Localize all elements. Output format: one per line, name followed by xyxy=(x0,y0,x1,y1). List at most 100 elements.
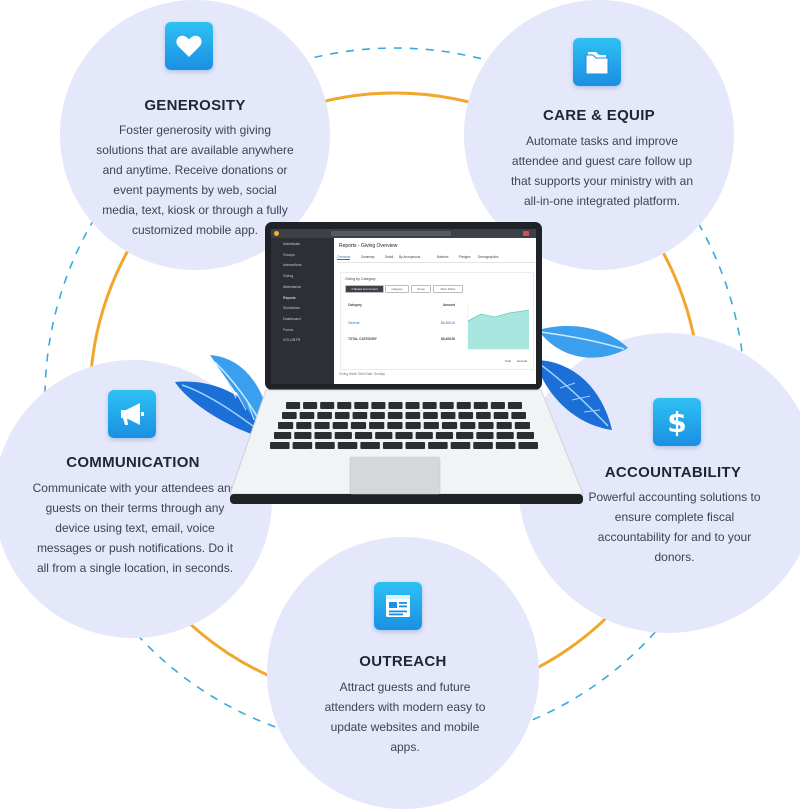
column-header-amount: Amount xyxy=(443,303,456,307)
keyboard-key xyxy=(496,432,514,439)
keyboard-key xyxy=(360,442,380,449)
feature-description: Foster generosity with giving solutions … xyxy=(96,123,294,237)
keyboard-key xyxy=(514,422,530,429)
sidebar-item[interactable]: Giving xyxy=(283,274,294,279)
filter-chip[interactable]: More Filters xyxy=(433,285,463,293)
keyboard-key xyxy=(296,422,312,429)
keyboard-key xyxy=(388,402,403,409)
keyboard-key xyxy=(354,402,369,409)
giving-area-chart xyxy=(467,305,530,350)
row-amount: $6,465.00 xyxy=(441,321,456,325)
sidebar-item[interactable]: Forms xyxy=(283,327,294,332)
keyboard-key xyxy=(294,432,312,439)
report-tab[interactable]: Overview xyxy=(337,255,351,260)
feature-description: Communicate with your attendees and gues… xyxy=(32,481,238,575)
filter-chip[interactable]: Group xyxy=(411,285,431,293)
keyboard-key xyxy=(428,442,448,449)
svg-text:$: $ xyxy=(667,406,686,439)
keyboard-key xyxy=(415,432,433,439)
keyboard-key xyxy=(405,402,420,409)
sidebar-item[interactable]: Groups xyxy=(283,252,295,257)
keyboard-key xyxy=(334,432,352,439)
keyboard-key xyxy=(278,422,294,429)
keyboard-key xyxy=(456,402,471,409)
keyboard-key xyxy=(423,422,439,429)
keyboard-key xyxy=(270,442,290,449)
right-leaf-icon xyxy=(535,326,628,430)
keyboard-key xyxy=(337,442,358,449)
heart-icon xyxy=(165,22,213,70)
sidebar-item[interactable]: Interactions xyxy=(283,263,302,268)
keyboard-key xyxy=(495,442,516,449)
sidebar-item[interactable]: VOLUNTR xyxy=(283,338,301,343)
keyboard-key xyxy=(315,442,335,449)
dollar-icon: $ xyxy=(653,398,701,446)
sidebar-item[interactable]: Individuals xyxy=(283,242,300,246)
keyboard-key xyxy=(450,442,471,449)
keyboard-key xyxy=(371,402,386,409)
filter-chip[interactable]: 4 Weeks and Current xyxy=(345,285,384,293)
outreach-circle: OUTREACH Attract guests and future atten… xyxy=(267,537,539,809)
sidebar-item[interactable]: Dashboard xyxy=(283,316,301,321)
inbox-icon[interactable] xyxy=(523,231,529,236)
megaphone-icon xyxy=(108,390,156,438)
touchpad xyxy=(349,456,441,495)
feature-title: CARE & EQUIP xyxy=(543,107,655,124)
keyboard-key xyxy=(473,402,488,409)
keyboard-key xyxy=(303,402,318,409)
report-tab[interactable]: Batches xyxy=(437,255,449,259)
row-category[interactable]: General xyxy=(348,321,360,325)
report-tab[interactable]: Demographics xyxy=(478,255,499,259)
column-header-category: Category xyxy=(348,303,362,307)
keyboard-key xyxy=(435,432,454,439)
report-tab[interactable]: Pledges xyxy=(459,255,471,259)
keyboard-key xyxy=(395,432,413,439)
keyboard-key xyxy=(337,402,352,409)
sidebar-item[interactable]: Reports xyxy=(283,295,296,300)
report-tab[interactable]: Summary xyxy=(361,255,375,259)
keyboard-key xyxy=(490,402,505,409)
keyboard-key xyxy=(405,422,421,429)
report-tab[interactable]: Detail xyxy=(385,255,394,259)
keyboard-key xyxy=(387,412,403,419)
sidebar-item[interactable]: Schedules xyxy=(283,306,300,311)
keyboard-key xyxy=(440,412,456,419)
legend-total: Total xyxy=(505,359,511,363)
laptop-base xyxy=(230,494,583,504)
section-title: Giving by Category xyxy=(345,277,376,281)
keyboard-key xyxy=(423,412,438,419)
feature-title: OUTREACH xyxy=(359,653,447,670)
keyboard-key xyxy=(299,412,315,419)
total-amount: $6,465.00 xyxy=(441,337,456,341)
keyboard xyxy=(270,402,538,449)
feature-description: Powerful accounting solutions to ensure … xyxy=(588,490,761,564)
keyboard-key xyxy=(496,422,512,429)
keyboard-key xyxy=(320,402,335,409)
report-footer-note: Giving Week Start Date: Sunday xyxy=(339,372,385,376)
keyboard-key xyxy=(473,442,493,449)
chart-area xyxy=(468,310,529,349)
keyboard-key xyxy=(350,422,367,429)
report-page-title: Reports - Giving Overview xyxy=(339,243,398,249)
filter-chip[interactable]: Category xyxy=(385,285,409,293)
keyboard-key xyxy=(456,432,474,439)
app-logo-icon xyxy=(274,231,279,236)
keyboard-key xyxy=(422,402,437,409)
keyboard-key xyxy=(493,412,509,419)
report-tab[interactable]: By Anonymous xyxy=(399,255,421,259)
keyboard-key xyxy=(292,442,313,449)
keyboard-key xyxy=(334,412,350,419)
keyboard-key xyxy=(441,422,458,429)
feature-description: Automate tasks and improve attendee and … xyxy=(510,134,694,208)
sidebar-item[interactable]: Attendance xyxy=(283,284,302,289)
total-label: TOTAL CATEGORY xyxy=(348,337,377,341)
website-icon xyxy=(374,582,422,630)
search-bar[interactable] xyxy=(331,231,451,236)
keyboard-key xyxy=(476,412,491,419)
keyboard-key xyxy=(511,412,526,419)
